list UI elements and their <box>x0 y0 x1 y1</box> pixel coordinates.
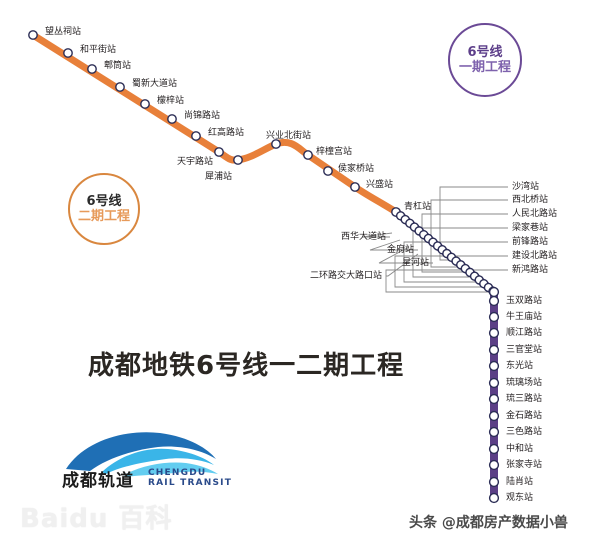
station-marker-phase1-vertical-11 <box>488 476 500 488</box>
station-marker-phase1-vertical-3 <box>488 344 500 356</box>
station-label-张家寺站: 张家寺站 <box>506 460 543 470</box>
station-marker-phase1-vertical-6 <box>488 393 500 405</box>
badge-phase1-line: 6号线 <box>467 44 503 60</box>
station-label-中和站: 中和站 <box>506 444 534 454</box>
page-title: 成都地铁6号线一二期工程 <box>88 351 405 381</box>
leader-line-right-0 <box>439 186 508 261</box>
station-marker-phase2-10 <box>303 150 313 160</box>
leader-line-right-4 <box>403 241 508 283</box>
chengdu-rail-transit-swoosh-icon <box>66 432 218 477</box>
station-marker-phase2-5 <box>167 114 177 124</box>
station-marker-phase1-vertical-12 <box>488 492 500 504</box>
station-marker-phase1-vertical-9 <box>488 443 500 455</box>
station-label-檬梓站: 檬梓站 <box>157 96 185 106</box>
station-label-金府站: 金府站 <box>386 245 414 255</box>
station-marker-phase2-8 <box>233 155 243 165</box>
station-marker-phase2-9 <box>271 139 281 149</box>
station-marker-phase1-vertical-5 <box>488 377 500 389</box>
station-label-玉双路站: 玉双路站 <box>506 296 543 306</box>
station-marker-phase2-6 <box>191 131 201 141</box>
station-marker-phase2-3 <box>115 82 125 92</box>
station-label-青杠站: 青杠站 <box>404 202 432 212</box>
station-label-蜀新大道站: 蜀新大道站 <box>132 79 178 89</box>
station-marker-phase2-11 <box>323 166 333 176</box>
station-label-西华大道站: 西华大道站 <box>340 232 386 242</box>
station-label-天宇路站: 天宇路站 <box>176 157 213 167</box>
logo-en-line1: CHENGDU <box>148 468 207 478</box>
station-label-顺江路站: 顺江路站 <box>506 328 543 338</box>
station-marker-phase2-4 <box>140 99 150 109</box>
station-label-侯家桥站: 侯家桥站 <box>338 164 375 174</box>
logo-text-en: CHENGDU RAIL TRANSIT <box>148 468 232 488</box>
station-marker-phase1-vertical-10 <box>488 459 500 471</box>
badge-phase-2: 6号线 二期工程 <box>68 173 140 245</box>
station-marker-phase1-vertical-0 <box>488 295 500 307</box>
leader-line-right-1 <box>430 199 508 268</box>
station-label-三色路站: 三色路站 <box>506 427 543 437</box>
station-label-和平街站: 和平街站 <box>80 45 117 55</box>
station-label-梓橦宫站: 梓橦宫站 <box>316 147 353 157</box>
station-label-新鸿路站: 新鸿路站 <box>512 265 549 275</box>
station-label-望丛祠站: 望丛祠站 <box>45 27 82 37</box>
station-marker-phase2-12 <box>350 182 360 192</box>
station-marker-phase1-vertical-1 <box>488 311 500 323</box>
badge-phase1-phase: 一期工程 <box>458 59 511 75</box>
leader-line-left-0 <box>361 232 393 238</box>
watermark-toutiao: 头条 @成都房产数据小兽 <box>409 515 568 531</box>
station-label-沙湾站: 沙湾站 <box>512 182 540 192</box>
station-marker-phase1-vertical-2 <box>488 327 500 339</box>
station-marker-phase2-2 <box>87 64 97 74</box>
label-leader-lines <box>361 186 508 293</box>
station-marker-phase1-vertical-7 <box>488 410 500 422</box>
station-label-犀浦站: 犀浦站 <box>204 172 232 182</box>
leader-line-left-1 <box>369 239 418 251</box>
station-label-人民北路站: 人民北路站 <box>512 209 558 219</box>
station-marker-phase1-corner <box>488 286 500 298</box>
station-marker-phase2-7 <box>214 147 224 157</box>
badge-phase2-line: 6号线 <box>86 193 122 209</box>
watermark-baidu: Baidu 百科 <box>20 504 173 534</box>
station-markers <box>28 30 500 504</box>
station-label-梁家巷站: 梁家巷站 <box>512 223 549 233</box>
logo-en-line2: RAIL TRANSIT <box>148 478 233 488</box>
station-label-琉璃场站: 琉璃场站 <box>506 378 543 388</box>
station-label-兴业北街站: 兴业北街站 <box>266 131 312 141</box>
station-label-金石路站: 金石路站 <box>506 411 543 421</box>
station-label-西北桥站: 西北桥站 <box>512 195 549 205</box>
station-label-琉三路站: 琉三路站 <box>506 394 543 404</box>
leader-line-right-6 <box>385 269 508 293</box>
station-label-郫筒站: 郫筒站 <box>104 61 132 71</box>
station-marker-phase2-1 <box>63 48 73 58</box>
station-label-星河站: 星河站 <box>401 258 429 268</box>
station-marker-phase1-vertical-8 <box>488 426 500 438</box>
leader-line-left-3 <box>386 253 419 277</box>
station-label-二环路交大路口站: 二环路交大路口站 <box>309 271 382 281</box>
station-label-陆肖站: 陆肖站 <box>506 477 534 487</box>
station-label-牛王庙站: 牛王庙站 <box>506 312 543 322</box>
station-marker-phase1-vertical-4 <box>488 360 500 372</box>
station-label-兴盛站: 兴盛站 <box>366 180 394 190</box>
logo-text-cn: 成都轨道 <box>62 471 134 491</box>
station-label-三官堂站: 三官堂站 <box>506 345 543 355</box>
leader-line-left-2 <box>378 246 433 264</box>
station-label-东光站: 东光站 <box>506 361 534 371</box>
station-label-尚锦路站: 尚锦路站 <box>184 111 221 121</box>
badge-phase2-phase: 二期工程 <box>77 208 130 224</box>
leader-line-right-2 <box>421 213 508 273</box>
station-marker-phase2-0 <box>28 30 38 40</box>
leader-line-right-3 <box>412 227 508 278</box>
station-label-前锋路站: 前锋路站 <box>512 237 549 247</box>
station-label-观东站: 观东站 <box>506 493 534 503</box>
station-label-建设北路站: 建设北路站 <box>512 251 558 261</box>
badge-phase-1: 6号线 一期工程 <box>448 23 522 97</box>
station-label-红高路站: 红高路站 <box>208 128 245 138</box>
